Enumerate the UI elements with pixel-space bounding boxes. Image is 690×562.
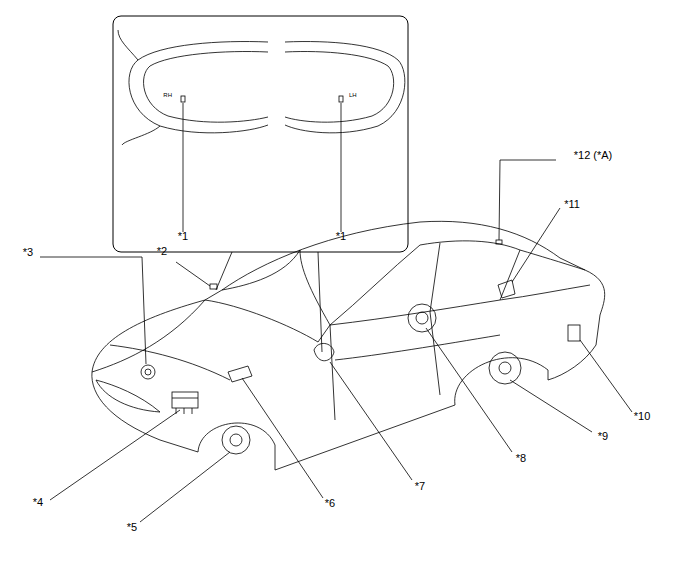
mirror-glass xyxy=(144,52,268,123)
mirror-outline xyxy=(285,42,405,133)
callout-number: *7 xyxy=(415,481,425,492)
headlight xyxy=(96,380,160,412)
door-mirror xyxy=(314,343,334,360)
antenna-symbol xyxy=(496,240,502,244)
car-body xyxy=(92,221,605,380)
callout-number: *8 xyxy=(516,453,526,464)
leader-line xyxy=(176,262,210,286)
callout-number: *1 xyxy=(178,231,188,242)
car-rocker xyxy=(275,405,455,470)
brake-disc xyxy=(230,434,242,446)
callout-number: *6 xyxy=(325,498,335,509)
car-body xyxy=(92,372,198,452)
horn-symbol xyxy=(145,369,151,375)
side-window xyxy=(330,241,520,325)
leader-line xyxy=(510,380,592,432)
leader-line xyxy=(499,160,556,240)
callout-number: *12 (*A) xyxy=(574,150,613,161)
hood-line xyxy=(92,300,230,380)
brake-disc xyxy=(489,352,521,384)
leader-line xyxy=(216,252,232,290)
leader-line xyxy=(40,257,146,364)
leader-line xyxy=(580,340,632,412)
horn-symbol xyxy=(141,365,155,379)
callout-number: *11 xyxy=(564,199,580,210)
side-marker: RH xyxy=(163,92,172,98)
callout-number: *3 xyxy=(23,247,33,258)
mirror-outline xyxy=(129,42,268,133)
ecu-symbol xyxy=(172,398,198,414)
rear-window xyxy=(520,250,585,270)
sensor-symbol xyxy=(339,96,343,102)
sensor-symbol xyxy=(568,325,580,341)
mirror-edge xyxy=(118,30,160,145)
sensor-symbol xyxy=(181,96,185,102)
leader-line xyxy=(330,362,412,480)
speaker-symbol xyxy=(416,312,428,324)
wheel-arch xyxy=(455,358,548,405)
side-marker: LH xyxy=(349,92,357,98)
ecu-symbol xyxy=(172,392,198,408)
callout-number: *1 xyxy=(336,231,346,242)
sensor-symbol xyxy=(210,284,217,289)
callout-number: *10 xyxy=(634,411,651,422)
window-pillar xyxy=(430,243,440,312)
leader-line xyxy=(426,328,512,452)
inset-frame xyxy=(113,16,408,252)
door-line xyxy=(330,312,500,420)
leader-line xyxy=(183,103,184,232)
windshield xyxy=(205,250,330,342)
brake-disc xyxy=(499,362,511,374)
leader-line xyxy=(50,410,180,500)
callout-number: *5 xyxy=(127,522,137,533)
connector-symbol xyxy=(228,366,252,382)
mirror-glass xyxy=(285,52,394,123)
callout-number: *9 xyxy=(598,431,608,442)
callout-number: *4 xyxy=(33,497,43,508)
leader-line xyxy=(341,103,342,232)
callout-number: *2 xyxy=(157,246,167,257)
fuel-lid xyxy=(498,280,515,298)
leader-line xyxy=(512,208,560,282)
windshield xyxy=(222,250,300,290)
speaker-symbol xyxy=(408,304,436,332)
brake-disc xyxy=(222,426,250,454)
wheel-arch xyxy=(198,423,275,470)
leader-line xyxy=(140,452,230,522)
leader-line xyxy=(242,378,323,498)
